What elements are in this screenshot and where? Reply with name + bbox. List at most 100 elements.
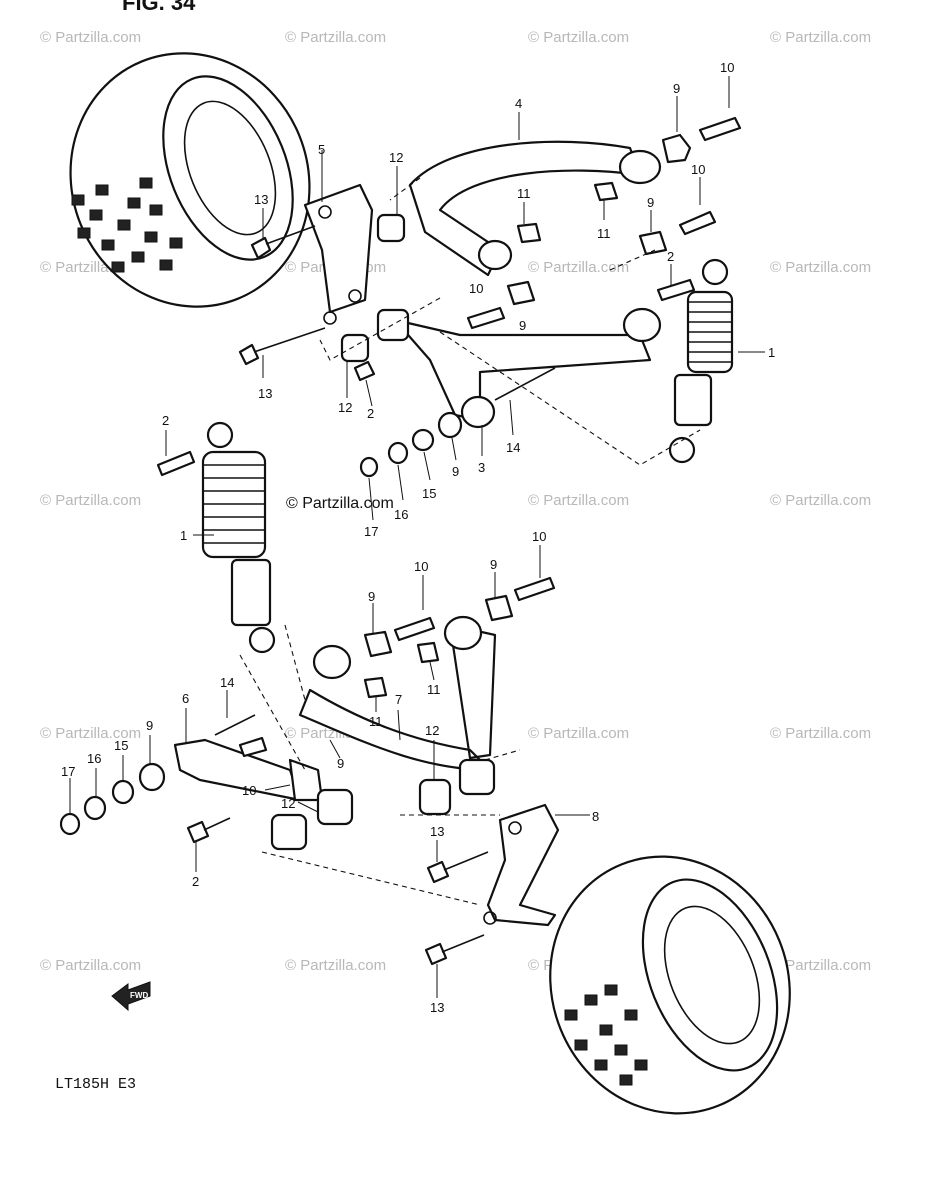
callout-label: 12 bbox=[281, 796, 295, 811]
callout-label: 9 bbox=[146, 718, 153, 733]
nut bbox=[661, 133, 692, 164]
nut bbox=[363, 676, 388, 699]
callout-label: 17 bbox=[364, 524, 378, 539]
callout-label: 7 bbox=[395, 692, 402, 707]
watermark: © Partzilla.com bbox=[770, 957, 871, 974]
callout-label: 3 bbox=[478, 460, 485, 475]
nut bbox=[359, 456, 379, 478]
bolt bbox=[656, 278, 696, 302]
washer bbox=[111, 779, 135, 805]
callout-label: 6 bbox=[182, 691, 189, 706]
watermark: © Partzilla.com bbox=[770, 492, 871, 509]
watermark: © Partzilla.com bbox=[40, 29, 141, 46]
callout-label: 10 bbox=[242, 783, 256, 798]
nut bbox=[484, 594, 514, 622]
callout-label: 2 bbox=[192, 874, 199, 889]
watermark: © Partzilla.com bbox=[40, 492, 141, 509]
washer bbox=[387, 441, 409, 465]
callout-label: 2 bbox=[667, 249, 674, 264]
lower-arm-left bbox=[393, 318, 652, 422]
bolt bbox=[250, 236, 272, 260]
bolt bbox=[186, 820, 210, 844]
nut bbox=[416, 641, 440, 664]
nut bbox=[59, 812, 81, 836]
nut bbox=[593, 181, 619, 202]
callout-label: 9 bbox=[647, 195, 654, 210]
front-direction-arrow: FWD bbox=[111, 981, 151, 1012]
callout-label: 2 bbox=[162, 413, 169, 428]
callout-label: 14 bbox=[220, 675, 234, 690]
callout-label: 15 bbox=[114, 738, 128, 753]
callout-label: 10 bbox=[532, 529, 546, 544]
callout-label: 4 bbox=[515, 96, 522, 111]
watermark: © Partzilla.com bbox=[528, 492, 629, 509]
nut bbox=[516, 222, 542, 244]
watermark: © Partzilla.com bbox=[770, 259, 871, 276]
bolt bbox=[466, 306, 506, 330]
callout-label: 16 bbox=[87, 751, 101, 766]
callout-label: 5 bbox=[318, 142, 325, 157]
nut bbox=[138, 762, 166, 792]
washer bbox=[83, 795, 107, 821]
bolt bbox=[156, 450, 196, 477]
lower-arm-right bbox=[173, 738, 302, 802]
washer bbox=[411, 428, 435, 452]
callout-label: 10 bbox=[414, 559, 428, 574]
callout-label: 16 bbox=[394, 507, 408, 522]
frame-bracket-left bbox=[303, 183, 374, 314]
shock-absorber-right bbox=[668, 258, 734, 464]
callout-label: 11 bbox=[597, 226, 611, 241]
callout-label: 1 bbox=[180, 528, 187, 543]
watermark: © Partzilla.com bbox=[40, 957, 141, 974]
upper-arm bbox=[408, 140, 642, 277]
callout-label: 12 bbox=[425, 723, 439, 738]
watermark: © Partzilla.com bbox=[770, 29, 871, 46]
watermark: © Partzilla.com bbox=[528, 259, 629, 276]
callout-label: 13 bbox=[430, 1000, 444, 1015]
callout-label: 13 bbox=[254, 192, 268, 207]
shock-absorber-left bbox=[201, 421, 276, 654]
nut bbox=[437, 411, 463, 439]
callout-label: 9 bbox=[452, 464, 459, 479]
bushing bbox=[418, 778, 452, 816]
bolt bbox=[238, 343, 260, 366]
nut bbox=[506, 280, 536, 306]
bolt bbox=[353, 360, 376, 382]
bushing bbox=[316, 788, 354, 826]
callout-label: 8 bbox=[592, 809, 599, 824]
bolt bbox=[393, 616, 436, 642]
callout-label: 10 bbox=[691, 162, 705, 177]
bushing bbox=[270, 813, 308, 851]
tire-lower bbox=[549, 855, 791, 1115]
watermark: © Partzilla.com bbox=[285, 29, 386, 46]
bolt bbox=[678, 210, 717, 236]
callout-label: 17 bbox=[61, 764, 75, 779]
callout-label: 10 bbox=[469, 281, 483, 296]
watermark: © Partzilla.com bbox=[40, 725, 141, 742]
watermark: © Partzilla.com bbox=[528, 29, 629, 46]
callout-label: 9 bbox=[673, 81, 680, 96]
bolt bbox=[426, 860, 450, 884]
callout-label: 9 bbox=[490, 557, 497, 572]
callout-label: 1 bbox=[768, 345, 775, 360]
tire-upper bbox=[69, 52, 311, 308]
bolt bbox=[238, 736, 268, 758]
lower-suspension-assembly bbox=[59, 421, 560, 966]
callout-label: 11 bbox=[369, 714, 383, 729]
callout-label: 13 bbox=[430, 824, 444, 839]
front-direction-label: FWD bbox=[130, 991, 148, 1000]
watermark: © Partzilla.com bbox=[285, 957, 386, 974]
callout-label: 14 bbox=[506, 440, 520, 455]
callout-label: 9 bbox=[519, 318, 526, 333]
watermark: © Partzilla.com bbox=[528, 725, 629, 742]
callout-label: 10 bbox=[720, 60, 734, 75]
watermark: © Partzilla.com bbox=[770, 725, 871, 742]
nut bbox=[363, 630, 393, 658]
nut bbox=[638, 230, 668, 256]
model-code: LT185H E3 bbox=[55, 1076, 136, 1093]
pivot-rod bbox=[494, 367, 556, 401]
callout-label: 2 bbox=[367, 406, 374, 421]
callout-label: 11 bbox=[517, 186, 531, 201]
callout-label: 9 bbox=[337, 756, 344, 771]
